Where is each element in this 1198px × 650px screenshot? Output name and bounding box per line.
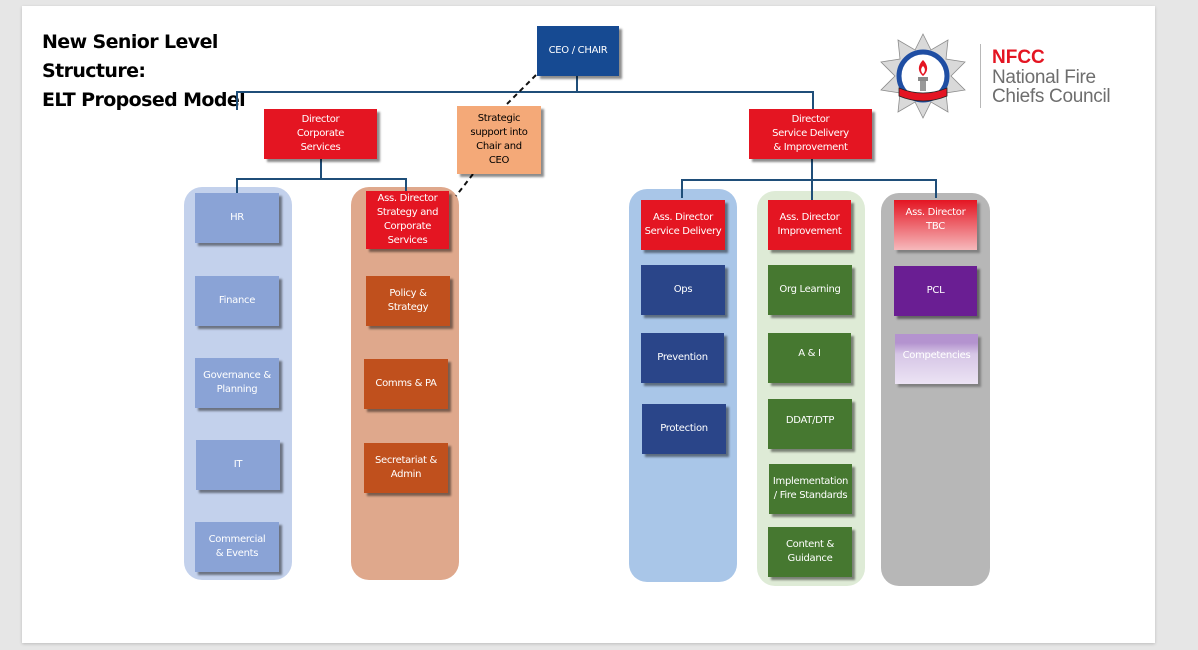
ass-director-improvement-box: Ass. Director Improvement [768,200,851,250]
a-and-i-box: A & I [768,333,851,383]
logo-text: NFCC National Fire Chiefs Council [992,47,1111,107]
implementation-fire-standards-box: Implementation / Fire Standards [769,464,852,514]
governance-planning-box: Governance & Planning [195,358,279,408]
ass-director-service-delivery-box: Ass. Director Service Delivery [641,200,725,250]
ops-box: Ops [641,265,725,315]
strategic-support-box: Strategic support into Chair and CEO [457,106,541,174]
protection-box: Protection [642,404,726,454]
competencies-box: Competencies [895,334,978,384]
pcl-box: PCL [894,266,977,316]
org-learning-box: Org Learning [768,265,852,315]
title-line-1: New Senior Level [42,31,218,53]
slide-title: New Senior Level Structure: ELT Proposed… [42,28,246,115]
content-guidance-box: Content & Guidance [768,527,852,577]
ass-director-tbc-box: Ass. Director TBC [894,200,977,250]
logo-name-line-1: National Fire [992,67,1096,88]
title-line-3: ELT Proposed Model [42,89,246,111]
director-corporate-services-box: Director Corporate Services [264,109,377,159]
secretariat-admin-box: Secretariat & Admin [364,443,448,493]
director-service-delivery-box: Director Service Delivery & Improvement [749,109,872,159]
policy-strategy-box: Policy & Strategy [366,276,450,326]
prevention-box: Prevention [641,333,724,383]
column-service-delivery [629,189,737,582]
ddat-dtp-box: DDAT/DTP [768,399,852,449]
hr-box: HR [195,193,279,243]
logo-name-line-2: Chiefs Council [992,86,1111,107]
title-line-2: Structure: [42,60,146,82]
it-box: IT [196,440,280,490]
column-tbc [881,193,990,586]
finance-box: Finance [195,276,279,326]
comms-pa-box: Comms & PA [364,359,448,409]
nfcc-logo [872,30,982,119]
column-improvement [757,191,865,586]
commercial-events-box: Commercial & Events [195,522,279,572]
logo-divider [980,44,981,108]
ceo-chair-box: CEO / CHAIR [537,26,619,76]
fire-service-star-badge-icon [880,33,966,119]
logo-abbreviation: NFCC [992,47,1045,68]
ass-director-strategy-box: Ass. Director Strategy and Corporate Ser… [366,191,449,249]
